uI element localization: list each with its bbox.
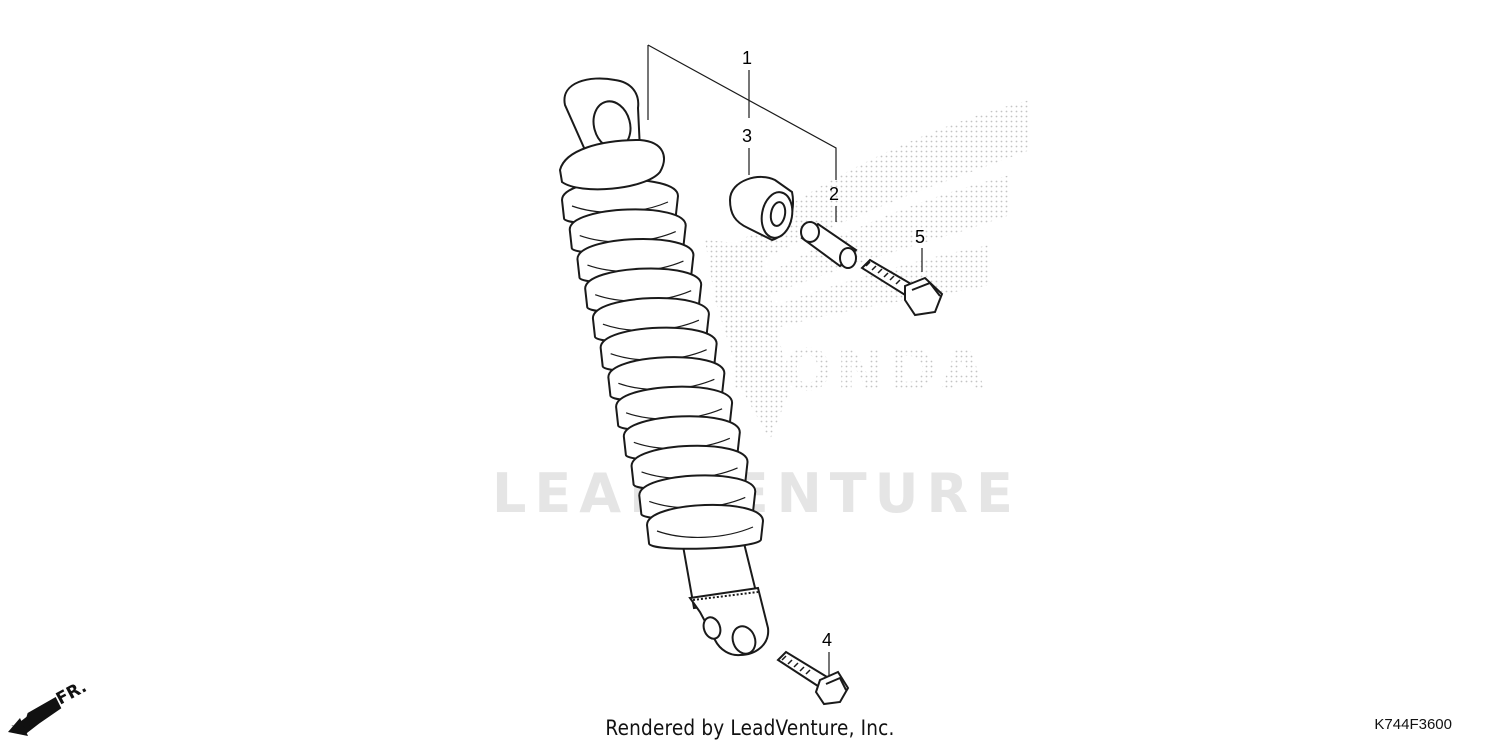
collar [800, 221, 858, 269]
spring-coil [645, 503, 765, 550]
shock-absorber [558, 77, 770, 657]
flange-bolt-lower [776, 650, 850, 706]
spring-coil-inner [656, 526, 754, 538]
callout-3: 3 [742, 126, 752, 146]
flange-bolt-upper [860, 258, 944, 317]
diagram-code: K744F3600 [1374, 716, 1452, 733]
leader-lines [647, 44, 923, 676]
rubber-bushing [728, 175, 794, 242]
callout-5: 5 [915, 227, 925, 247]
callout-4: 4 [822, 630, 832, 650]
callout-1: 1 [742, 48, 752, 68]
front-arrow-icon [8, 696, 62, 736]
footer-credit: Rendered by LeadVenture, Inc. [605, 716, 895, 740]
callout-2: 2 [829, 184, 839, 204]
honda-logo-watermark: HONDA [730, 336, 989, 404]
